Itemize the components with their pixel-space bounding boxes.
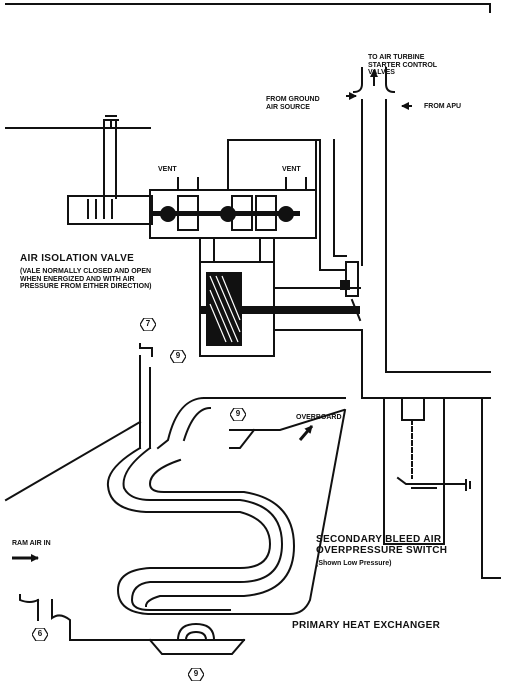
label-line: OVERPRESSURE SWITCH bbox=[316, 545, 448, 556]
label-line: AIR SOURCE bbox=[266, 103, 310, 111]
vent-right-label: VENT bbox=[282, 166, 301, 173]
heat-exchanger-duct bbox=[4, 343, 347, 655]
air-isolation-valve-title: AIR ISOLATION VALVE bbox=[20, 253, 135, 264]
label-line: FROM GROUND bbox=[266, 96, 320, 103]
label-line: (VALE NORMALLY CLOSED AND OPEN bbox=[20, 268, 152, 275]
label-line: WHEN ENERGIZED AND WITH AIR bbox=[20, 275, 135, 283]
from-ground-label: FROM GROUND AIR SOURCE bbox=[266, 96, 320, 111]
pilot-poppet bbox=[340, 280, 350, 290]
label-line: PRESSURE FROM EITHER DIRECTION) bbox=[20, 283, 152, 291]
arrow-overboard bbox=[298, 425, 314, 441]
primary-heat-exchanger-label: PRIMARY HEAT EXCHANGER bbox=[292, 620, 441, 631]
overpressure-switch-title: SECONDARY BLEED AIR OVERPRESSURE SWITCH bbox=[316, 534, 447, 556]
callout-9-upper: 9 bbox=[170, 350, 186, 363]
callout-text: 9 bbox=[235, 409, 241, 418]
ram-air-in-label: RAM AIR IN bbox=[12, 540, 51, 547]
actuator-shaft bbox=[200, 306, 360, 314]
label-line: TO AIR TURBINE bbox=[368, 54, 425, 61]
label-line: SECONDARY BLEED AIR bbox=[316, 534, 442, 545]
callout-text: 9 bbox=[193, 669, 199, 678]
callout-9-mid: 9 bbox=[230, 408, 246, 421]
air-isolation-valve bbox=[5, 119, 362, 357]
callout-text: 7 bbox=[145, 319, 151, 328]
label-line: VALVES bbox=[368, 69, 395, 77]
callout-text: 6 bbox=[37, 629, 43, 638]
callout-9-bottom: 9 bbox=[188, 668, 204, 681]
supply-duct bbox=[203, 67, 491, 399]
ground-symbol bbox=[103, 115, 119, 129]
callout-text: 9 bbox=[175, 351, 181, 360]
switch-state-label: (Shown Low Pressure) bbox=[316, 560, 392, 567]
overboard-label: OVERBOARD bbox=[296, 414, 342, 421]
air-isolation-valve-note: (VALE NORMALLY CLOSED AND OPEN WHEN ENER… bbox=[20, 268, 151, 291]
callout-6: 6 bbox=[32, 628, 48, 641]
callout-7: 7 bbox=[140, 318, 156, 331]
vent-left-label: VENT bbox=[158, 166, 177, 173]
to-air-turbine-label: TO AIR TURBINE STARTER CONTROL VALVES bbox=[368, 54, 437, 77]
label-line: STARTER CONTROL bbox=[368, 61, 438, 69]
valve-stem bbox=[150, 211, 300, 216]
from-apu-label: FROM APU bbox=[424, 103, 462, 110]
overpressure-switch bbox=[383, 397, 501, 579]
